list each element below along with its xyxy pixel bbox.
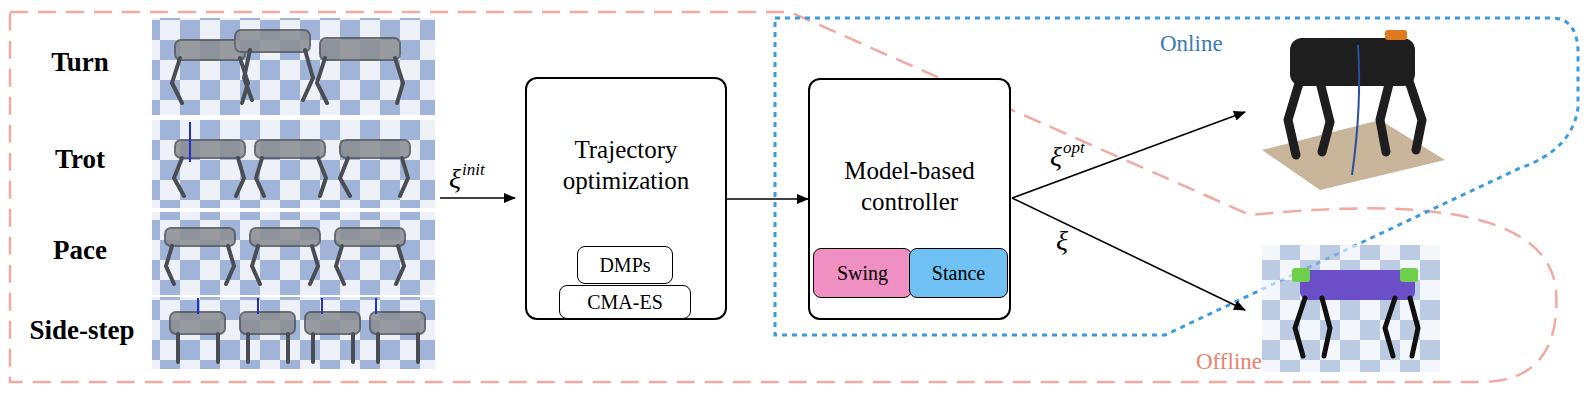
- gait-label: Trot: [55, 143, 105, 175]
- node-text: CMA-ES: [560, 290, 690, 315]
- controller-box: Model-based controllerSwingStance: [808, 78, 1011, 320]
- online-arrow: [1012, 112, 1245, 198]
- node-text: DMPs: [578, 253, 672, 278]
- trajectory-symbol: ξ: [449, 162, 461, 196]
- method-box: CMA-ES: [559, 285, 691, 319]
- real-robot: [1262, 30, 1445, 190]
- online-region: [775, 18, 1578, 335]
- offline-arrow: [1012, 198, 1245, 310]
- offline-region: [10, 12, 1556, 382]
- method-box: DMPs: [577, 246, 673, 284]
- gait-label: Side-step: [29, 314, 134, 346]
- trajectory-superscript: opt: [1063, 138, 1085, 158]
- trajectory-superscript: init: [462, 160, 485, 180]
- sim-robot: [1262, 245, 1440, 372]
- process-box: Trajectory optimizationDMPsCMA-ES: [525, 77, 727, 320]
- flow-arrow: [727, 198, 808, 200]
- trajectory-symbol: ξ: [1056, 224, 1068, 258]
- node-text: Model-based controller: [816, 155, 1003, 218]
- gait-label: Turn: [51, 46, 109, 78]
- gait-images: [152, 18, 435, 369]
- node-text: Stance: [910, 261, 1007, 286]
- gait-label: Pace: [53, 234, 107, 266]
- node-text: Trajectory optimization: [533, 134, 719, 197]
- region-label: Online: [1160, 30, 1223, 58]
- stance-box: Stance: [909, 248, 1008, 298]
- node-text: Swing: [814, 261, 911, 286]
- region-label: Offline: [1196, 348, 1262, 376]
- trajectory-symbol: ξ: [1050, 140, 1062, 174]
- swing-box: Swing: [813, 248, 912, 298]
- input-arrow: [440, 197, 515, 199]
